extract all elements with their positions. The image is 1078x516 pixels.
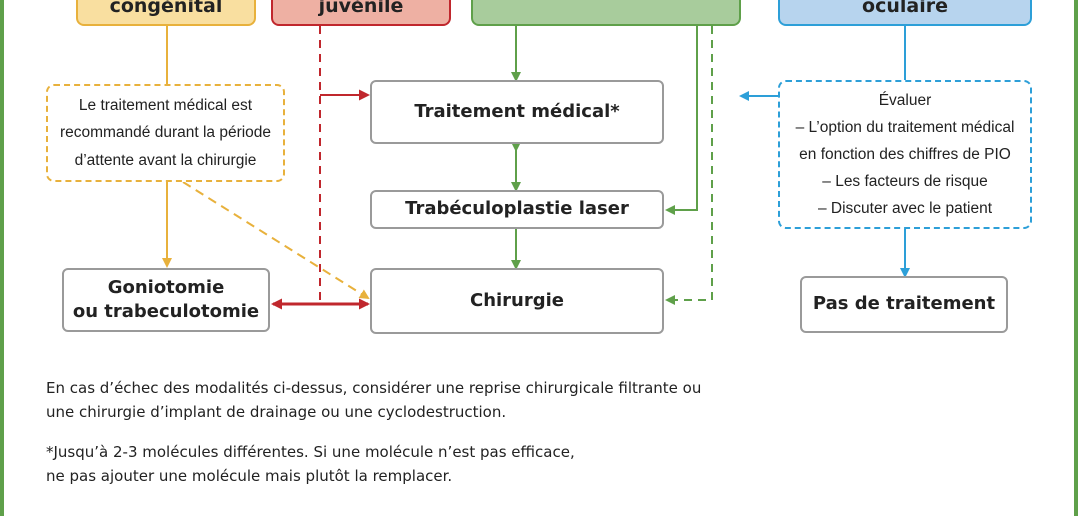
arrow-middle-to-chirurgie <box>665 26 713 305</box>
arrow-note-to-chirurgie <box>182 181 370 300</box>
trabeculoplastie-box: Trabéculoplastie laser <box>370 190 664 229</box>
header-congenital: congénital <box>76 0 256 26</box>
medical-note-box: Le traitement médical est recommandé dur… <box>46 84 285 182</box>
evaluer-box: Évaluer – L’option du traitement médical… <box>778 80 1032 229</box>
arrow-middle-to-trab <box>665 26 698 215</box>
header-middle <box>471 0 741 26</box>
pas-de-traitement-box: Pas de traitement <box>800 276 1008 333</box>
goniotomie-box: Goniotomie ou trabeculotomie <box>62 268 270 332</box>
failure-note: En cas d’échec des modalités ci-dessus, … <box>46 379 702 421</box>
chirurgie-box: Chirurgie <box>370 268 664 334</box>
footnote: *Jusqu’à 2-3 molécules différentes. Si u… <box>46 443 575 485</box>
header-juvenile: juvénile <box>271 0 451 26</box>
traitement-medical-box: Traitement médical* <box>370 80 664 144</box>
header-oculaire: oculaire <box>778 0 1032 26</box>
